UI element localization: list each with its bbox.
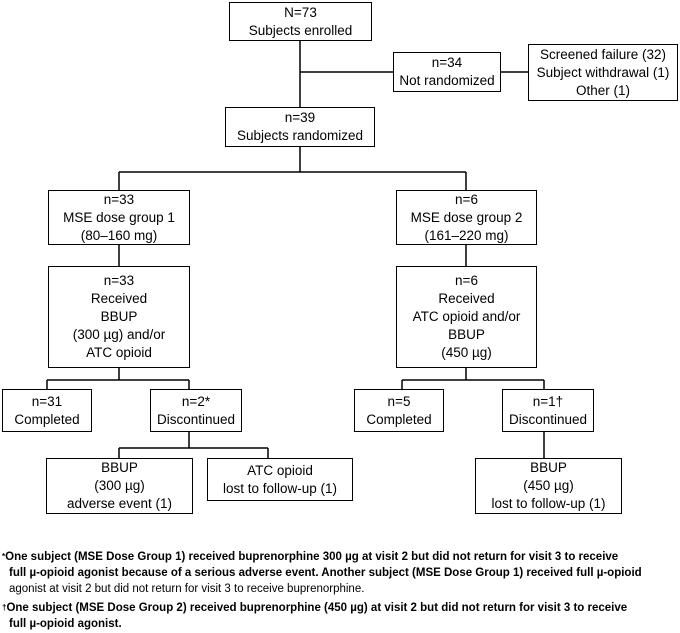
- footnote-star-mark: *: [2, 552, 6, 561]
- node-mse-dose-group-2: n=6 MSE dose group 2 (161–220 mg): [396, 190, 537, 245]
- footnote-dagger: †One subject (MSE Dose Group 2) received…: [2, 602, 628, 630]
- node-subjects-enrolled: N=73 Subjects enrolled: [229, 2, 372, 41]
- node-completed-group-2: n=5 Completed: [354, 389, 444, 432]
- node-not-randomized: n=34 Not randomized: [393, 52, 501, 92]
- node-subjects-randomized: n=39 Subjects randomized: [225, 107, 375, 147]
- footnote-star: *One subject (MSE Dose Group 1) received…: [2, 551, 642, 595]
- node-completed-group-1: n=31 Completed: [2, 389, 92, 432]
- connector-received2-split: [401, 368, 545, 389]
- node-discontinued-group-2: n=1† Discontinued: [502, 389, 594, 432]
- connector-discontinued1-split: [118, 432, 269, 458]
- footnote-dagger-mark: †: [2, 603, 7, 612]
- node-bbup-450-lost: BBUP (450 µg) lost to follow-up (1): [475, 458, 622, 514]
- footnotes: *One subject (MSE Dose Group 1) received…: [2, 549, 678, 632]
- connector-randomized-split: [118, 147, 467, 190]
- node-atc-opioid-lost: ATC opioid lost to follow-up (1): [207, 458, 353, 501]
- node-not-randomized-reasons: Screened failure (32) Subject withdrawal…: [528, 44, 678, 101]
- node-received-group-2: n=6 Received ATC opioid and/or BBUP (450…: [396, 266, 537, 368]
- node-received-group-1: n=33 Received BBUP (300 µg) and/or ATC o…: [48, 266, 190, 368]
- node-mse-dose-group-1: n=33 MSE dose group 1 (80–160 mg): [48, 190, 190, 245]
- connector-received1-split: [46, 368, 190, 389]
- node-discontinued-group-1: n=2* Discontinued: [150, 389, 242, 432]
- node-bbup-300-adverse-event: BBUP (300 µg) adverse event (1): [46, 458, 193, 514]
